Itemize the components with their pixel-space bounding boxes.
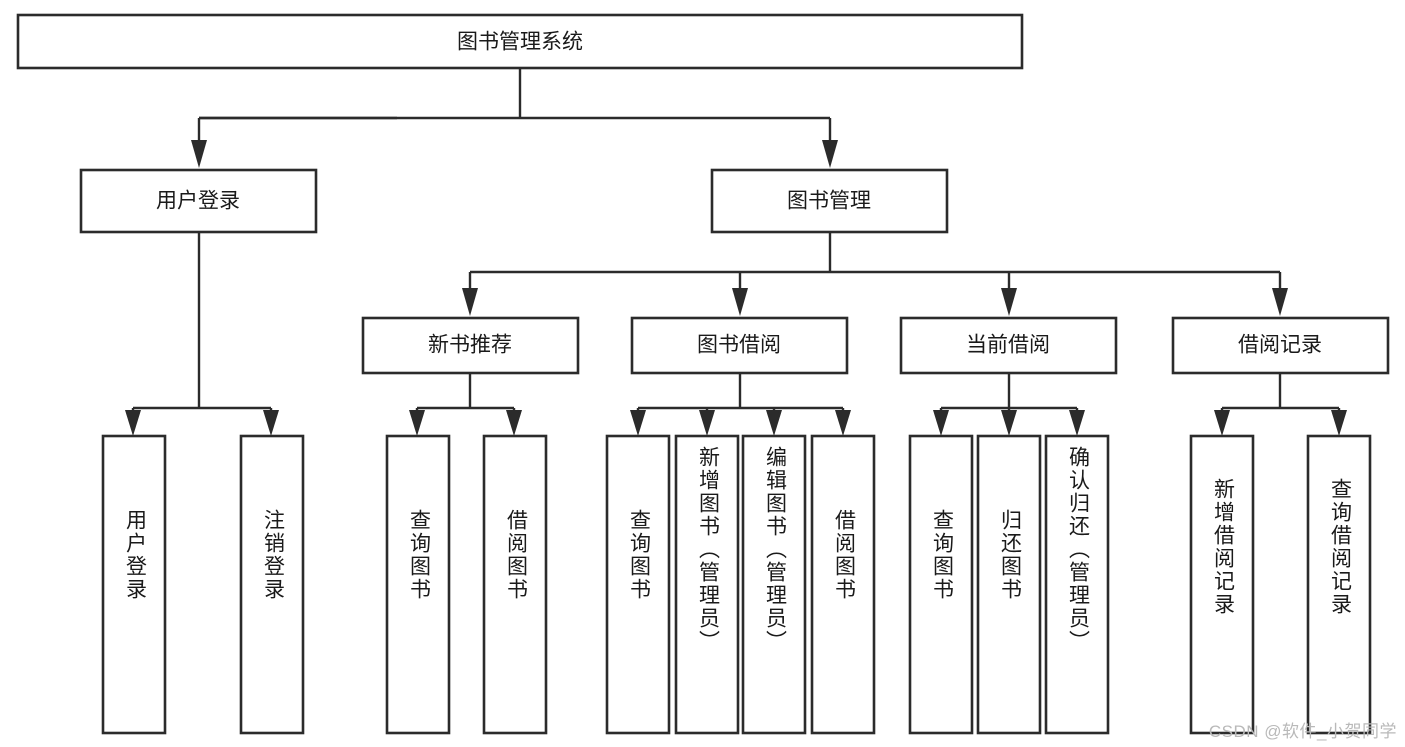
connector-current-to-leaves [933,373,1085,436]
node-root[interactable]: 图书管理系统 [16,13,1024,70]
leaf-boxes [101,434,1372,735]
node-book-borrow[interactable]: 图书借阅 [630,316,849,375]
node-new-book-recommend[interactable]: 新书推荐 [361,316,580,375]
node-book-management[interactable]: 图书管理 [710,168,949,234]
connector-record-to-leaves [1214,373,1347,436]
leaf-box-book-borrow-0[interactable] [605,434,671,735]
leaf-box-user-login-1[interactable] [239,434,305,735]
watermark-text: CSDN @软件_小贺同学 [1208,722,1397,741]
leaf-box-recommend-0[interactable] [385,434,451,735]
leaf-box-borrow-record-0[interactable] [1189,434,1255,735]
node-book-management-label: 图书管理 [787,190,871,213]
connector-userlogin-to-leaves [125,232,279,436]
connector-borrow-to-leaves [630,373,851,436]
leaf-box-current-borrow-0[interactable] [908,434,974,735]
connector-recommend-to-leaves [409,373,522,436]
node-current-borrow-label: 当前借阅 [966,334,1050,357]
node-user-login[interactable]: 用户登录 [79,168,318,234]
leaf-box-current-borrow-1[interactable] [976,434,1042,735]
leaf-box-current-borrow-2[interactable] [1044,434,1110,735]
connector-root-to-level2 [191,68,838,168]
node-book-borrow-label: 图书借阅 [697,334,781,357]
connector-bookmgmt-to-level3 [462,232,1288,316]
node-user-login-label: 用户登录 [156,190,240,213]
node-new-book-recommend-label: 新书推荐 [428,334,512,357]
node-borrow-record-label: 借阅记录 [1238,334,1322,357]
leaf-box-recommend-1[interactable] [482,434,548,735]
node-borrow-record[interactable]: 借阅记录 [1171,316,1390,375]
leaf-box-user-login-0[interactable] [101,434,167,735]
leaf-box-book-borrow-1[interactable] [674,434,740,735]
leaf-box-book-borrow-3[interactable] [810,434,876,735]
leaf-box-book-borrow-2[interactable] [741,434,807,735]
node-current-borrow[interactable]: 当前借阅 [899,316,1118,375]
node-root-label: 图书管理系统 [457,31,583,54]
leaf-box-borrow-record-1[interactable] [1306,434,1372,735]
